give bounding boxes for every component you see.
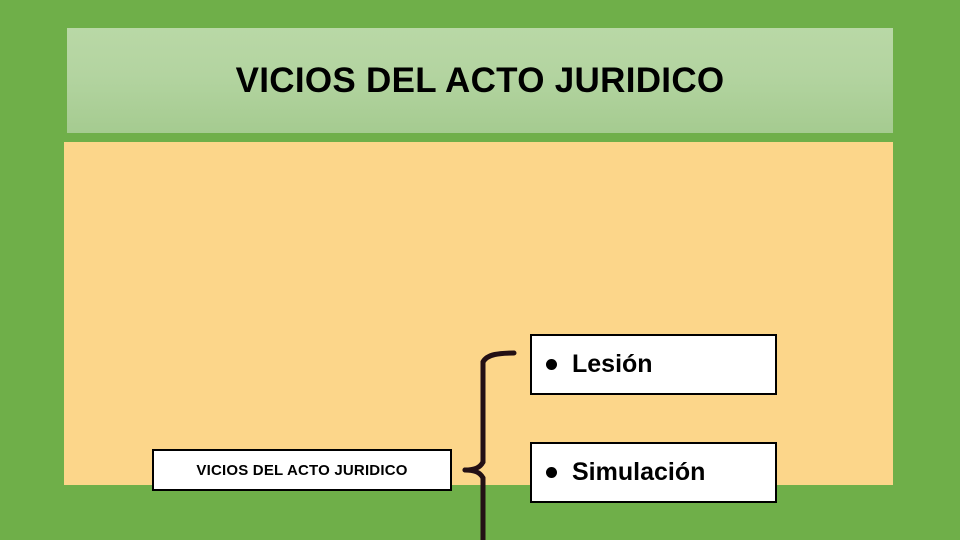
list-item: Simulación bbox=[530, 442, 777, 503]
curly-brace-connector bbox=[462, 350, 517, 540]
bullet-icon bbox=[546, 359, 557, 370]
bullet-icon bbox=[546, 467, 557, 478]
list-item-label: Lesión bbox=[572, 350, 653, 378]
content-panel: VICIOS DEL ACTO JURIDICO Lesión Simulaci… bbox=[64, 142, 893, 540]
page-title: VICIOS DEL ACTO JURIDICO bbox=[235, 61, 725, 100]
diagram-root-node: VICIOS DEL ACTO JURIDICO bbox=[152, 449, 452, 491]
title-banner: VICIOS DEL ACTO JURIDICO bbox=[67, 28, 893, 133]
list-item: Lesión bbox=[530, 334, 777, 395]
list-item-label: Simulación bbox=[572, 458, 706, 486]
diagram-root-label: VICIOS DEL ACTO JURIDICO bbox=[196, 461, 408, 479]
